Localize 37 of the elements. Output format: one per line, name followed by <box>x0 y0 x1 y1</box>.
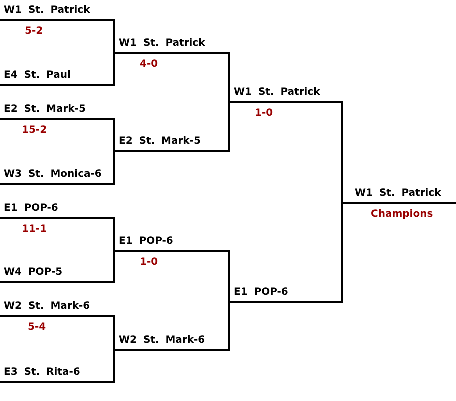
bracket-connector <box>113 20 115 53</box>
bracket-connector <box>113 53 115 85</box>
score-label: 15-2 <box>22 125 48 137</box>
team-name: W1 St. Patrick <box>4 4 90 18</box>
team-name: W2 St. Mark-6 <box>119 334 206 348</box>
score-label: 1-0 <box>140 257 158 269</box>
score-label: 5-2 <box>25 26 44 38</box>
score-label: 1-0 <box>255 108 274 120</box>
team-name: W1 St. Patrick <box>355 187 442 201</box>
team-name: E1 POP-6 <box>119 235 174 249</box>
bracket-connector <box>113 350 115 382</box>
team-name: E4 St. Paul <box>4 69 71 83</box>
score-label: 4-0 <box>140 59 158 71</box>
team-name: W1 St. Patrick <box>119 37 206 51</box>
team-name: W4 POP-5 <box>4 266 63 280</box>
team-name: E1 POP-6 <box>4 202 58 216</box>
team-name: E2 St. Mark-5 <box>119 135 201 149</box>
bracket-connector <box>113 251 115 282</box>
score-label: 5-4 <box>28 322 46 334</box>
team-name: W1 St. Patrick <box>234 86 320 100</box>
bracket-connector <box>341 203 343 302</box>
bracket-connector <box>228 53 230 102</box>
bracket-connector <box>113 119 115 151</box>
bracket-connector <box>113 218 115 251</box>
bracket-connector <box>113 316 115 350</box>
team-name: E2 St. Mark-5 <box>4 103 86 117</box>
bracket-connector <box>228 251 230 302</box>
bracket-connector <box>228 102 230 151</box>
team-name: E3 St. Rita-6 <box>4 366 80 380</box>
score-label: 11-1 <box>22 224 48 236</box>
team-name: W2 St. Mark-6 <box>4 300 90 314</box>
bracket-connector <box>341 102 343 203</box>
bracket-connector <box>228 302 230 350</box>
team-name: W3 St. Monica-6 <box>4 168 102 182</box>
bracket-connector <box>113 151 115 184</box>
team-name: E1 POP-6 <box>234 286 288 300</box>
result-label: Champions <box>371 209 434 221</box>
